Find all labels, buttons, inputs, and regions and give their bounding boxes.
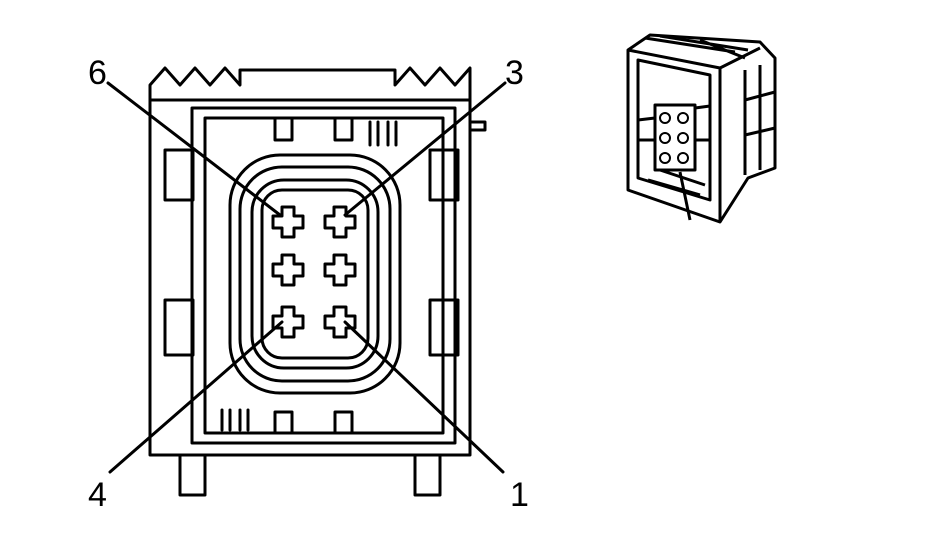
top-slots [368,120,398,147]
pin-label-3: 3 [505,54,524,92]
iso-bottom-slots [647,168,706,221]
connector-side-tab [468,120,487,132]
left-latch-upper [163,148,195,202]
pin-cavity-5 [271,305,305,339]
pin-label-4: 4 [88,476,107,514]
leader-lines [106,81,507,474]
iso-pin-6 [677,152,689,164]
iso-pin-cavities [659,112,689,164]
top-notch-mid [333,116,354,142]
right-leg [413,453,442,497]
pin-label-6: 6 [88,54,107,92]
bottom-notch-mid [333,410,354,435]
bottom-notch-left [273,410,294,435]
connector-top-teeth [148,66,472,102]
iso-ribs-top [644,34,749,60]
connector-housing-outer [148,98,472,457]
iso-top-edge [719,46,761,70]
right-latch-lower [428,298,460,357]
pin-area [260,188,370,360]
connector-iso-view [626,33,777,224]
bottom-slots [220,408,250,432]
leader-line-3 [343,81,507,217]
seal-ring-outer [228,153,402,395]
left-latch-lower [163,298,195,357]
seal-ring-inner [250,178,380,370]
right-latch-upper [428,148,460,202]
iso-pin-3 [659,132,671,144]
iso-right-ribs [743,65,776,175]
leader-line-1 [343,320,505,474]
pin-cavity-3 [271,253,305,287]
pin-cavity-1 [271,205,305,239]
leader-line-4 [108,320,284,474]
iso-body-outline [626,33,777,224]
leader-line-6 [106,81,282,217]
connector-inner-frame-2 [203,116,445,435]
pin-cavity-6 [323,305,357,339]
seal-ring-mid [238,165,392,383]
left-leg [178,453,207,497]
iso-pin-block [653,103,697,172]
pin-cavity-4 [323,253,357,287]
iso-side-bars [637,104,711,142]
iso-pin-2 [677,112,689,124]
iso-pin-4 [677,132,689,144]
pin-cavities [271,205,357,339]
connector-front-view [148,66,487,497]
iso-pin-1 [659,112,671,124]
iso-pin-5 [659,152,671,164]
pin-label-1: 1 [510,476,529,514]
top-notch-left [273,116,294,142]
